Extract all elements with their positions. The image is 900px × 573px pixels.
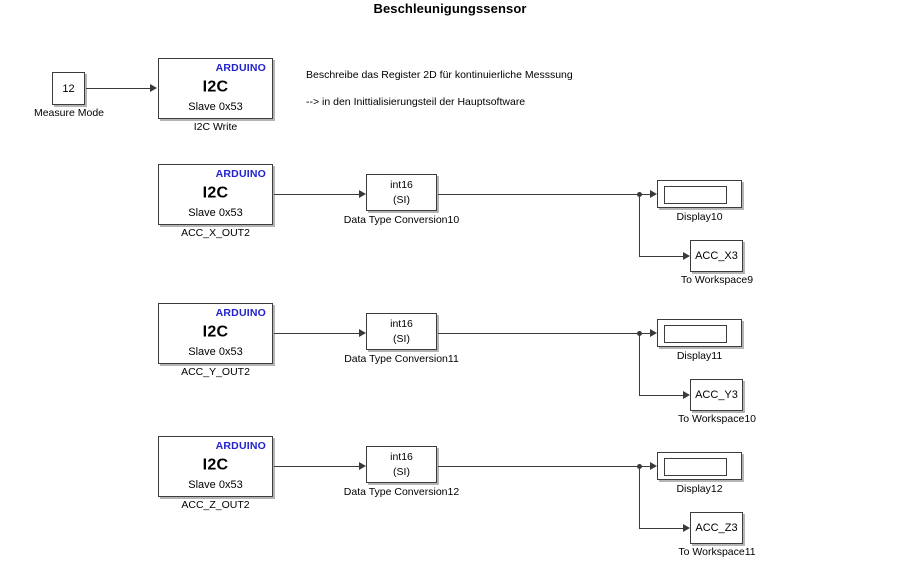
wire-conversion-to-display-x [438, 194, 650, 195]
arrow-conversion-input-y [359, 329, 366, 337]
display-value-field [664, 186, 727, 204]
constant-block-caption: Measure Mode [33, 107, 105, 119]
i2c-write-caption: I2C Write [193, 121, 238, 133]
conversion-mode: (SI) [393, 465, 410, 478]
arrow-workspace-input-z [683, 524, 690, 532]
i2c-slave-address: Slave 0x53 [188, 101, 243, 113]
data-type-conversion-caption-x: Data Type Conversion10 [343, 214, 460, 226]
page-title: Beschleunigungssensor [373, 1, 527, 16]
to-workspace-caption-z: To Workspace11 [678, 546, 756, 558]
arrow-i2cwrite-input [150, 84, 157, 92]
i2c-protocol-label: I2C [202, 323, 229, 341]
wire-branch-down-x [639, 194, 640, 256]
annotation-line-2: --> in den Inittialisierungsteil der Hau… [306, 96, 526, 108]
conversion-type: int16 [390, 451, 413, 464]
i2c-read-caption-z: ACC_Z_OUT2 [181, 499, 250, 511]
to-workspace-block-z[interactable]: ACC_Z3 [690, 512, 743, 544]
data-type-conversion-block-y[interactable]: int16 (SI) [366, 313, 437, 350]
display-block-y[interactable] [657, 319, 742, 347]
i2c-read-caption-x: ACC_X_OUT2 [181, 227, 250, 239]
display-value-field [664, 325, 727, 343]
i2c-slave-address: Slave 0x53 [188, 207, 243, 219]
data-type-conversion-block-x[interactable]: int16 (SI) [366, 174, 437, 211]
display-value-field [664, 458, 727, 476]
i2c-protocol-label: I2C [202, 184, 229, 202]
display-caption-z: Display12 [676, 483, 723, 495]
wire-branch-down-z [639, 466, 640, 528]
arduino-label-icon: ARDUINO [215, 62, 266, 74]
arrow-display-input-x [650, 190, 657, 198]
wire-i2c-to-conversion-z [274, 466, 359, 467]
i2c-slave-address: Slave 0x53 [188, 479, 243, 491]
wire-branch-down-y [639, 333, 640, 395]
to-workspace-caption-y: To Workspace10 [677, 413, 756, 425]
i2c-protocol-label: I2C [202, 456, 229, 474]
to-workspace-block-y[interactable]: ACC_Y3 [690, 379, 743, 411]
i2c-read-block-y[interactable]: ARDUINO I2C Slave 0x53 [158, 303, 273, 364]
constant-block[interactable]: 12 [52, 72, 85, 105]
wire-constant-to-i2cwrite [86, 88, 150, 89]
to-workspace-block-x[interactable]: ACC_X3 [690, 240, 743, 272]
conversion-type: int16 [390, 318, 413, 331]
data-type-conversion-block-z[interactable]: int16 (SI) [366, 446, 437, 483]
i2c-write-block[interactable]: ARDUINO I2C Slave 0x53 [158, 58, 273, 119]
annotation-line-1: Beschreibe das Register 2D für kontinuie… [306, 69, 573, 81]
conversion-mode: (SI) [393, 193, 410, 206]
to-workspace-caption-x: To Workspace9 [680, 274, 754, 286]
arrow-conversion-input-x [359, 190, 366, 198]
i2c-read-caption-y: ACC_Y_OUT2 [181, 366, 250, 378]
display-block-x[interactable] [657, 180, 742, 208]
wire-conversion-to-display-z [438, 466, 650, 467]
display-block-z[interactable] [657, 452, 742, 480]
arrow-workspace-input-x [683, 252, 690, 260]
constant-value: 12 [62, 82, 75, 95]
wire-i2c-to-conversion-y [274, 333, 359, 334]
arrow-display-input-z [650, 462, 657, 470]
conversion-mode: (SI) [393, 332, 410, 345]
wire-conversion-to-display-y [438, 333, 650, 334]
arduino-label-icon: ARDUINO [215, 168, 266, 180]
arduino-label-icon: ARDUINO [215, 307, 266, 319]
to-workspace-variable: ACC_Y3 [695, 389, 738, 401]
to-workspace-variable: ACC_Z3 [695, 522, 738, 534]
display-caption-y: Display11 [676, 350, 723, 362]
wire-branch-to-workspace-y [639, 395, 683, 396]
display-caption-x: Display10 [676, 211, 723, 223]
i2c-read-block-x[interactable]: ARDUINO I2C Slave 0x53 [158, 164, 273, 225]
to-workspace-variable: ACC_X3 [695, 250, 738, 262]
arrow-workspace-input-y [683, 391, 690, 399]
arduino-label-icon: ARDUINO [215, 440, 266, 452]
i2c-protocol-label: I2C [202, 78, 229, 96]
data-type-conversion-caption-y: Data Type Conversion11 [344, 353, 459, 365]
conversion-type: int16 [390, 179, 413, 192]
arrow-conversion-input-z [359, 462, 366, 470]
arrow-display-input-y [650, 329, 657, 337]
wire-branch-to-workspace-x [639, 256, 683, 257]
wire-branch-to-workspace-z [639, 528, 683, 529]
data-type-conversion-caption-z: Data Type Conversion12 [343, 486, 460, 498]
i2c-read-block-z[interactable]: ARDUINO I2C Slave 0x53 [158, 436, 273, 497]
wire-i2c-to-conversion-x [274, 194, 359, 195]
i2c-slave-address: Slave 0x53 [188, 346, 243, 358]
